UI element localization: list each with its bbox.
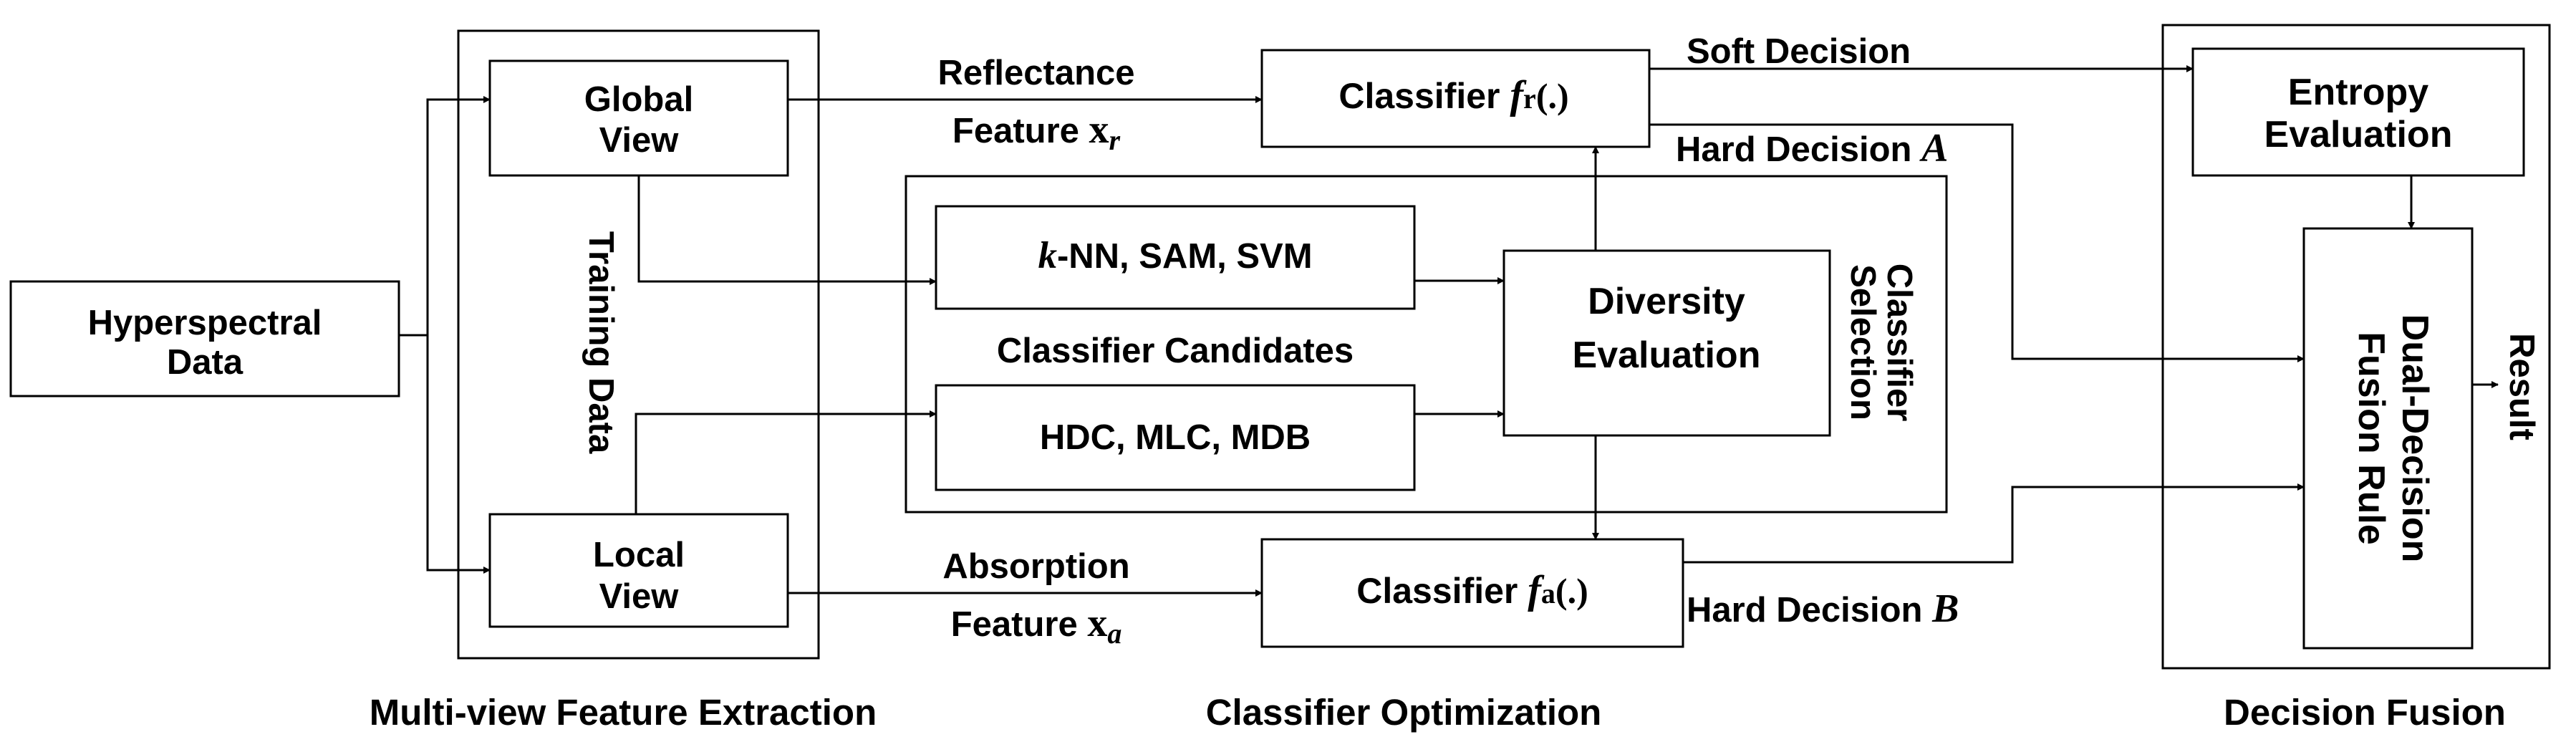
hdc-mlc-mdb-text: HDC, MLC, MDB <box>1040 418 1311 457</box>
edge-to-local-view <box>426 335 491 574</box>
hard-decision-b-label: Hard Decision B <box>1687 587 1959 631</box>
fusion-rule-line-2: Fusion Rule <box>2350 332 2392 545</box>
hard-decision-a-label: Hard Decision A <box>1676 126 1948 170</box>
absorption-label: Absorption <box>942 547 1129 586</box>
local-view-line-2: View <box>599 577 680 616</box>
edge-hard-decision-b <box>1683 483 2305 564</box>
classifier-fr-text: Classifier fr(.) <box>1338 73 1568 117</box>
diversity-evaluation-node: Diversity Evaluation <box>1502 249 1831 437</box>
edge-local-to-hdc <box>635 410 937 514</box>
fusion-rule-line-1: Dual-Decision <box>2394 314 2436 563</box>
section-optimization: Classifier Optimization <box>1206 692 1602 733</box>
knn-sam-svm-node: k-NN, SAM, SVM <box>935 205 1416 310</box>
global-view-line-1: Global <box>584 80 693 119</box>
entropy-line-2: Evaluation <box>2264 114 2453 155</box>
reflectance-label: Reflectance <box>937 54 1134 92</box>
knn-sam-svm-text: k-NN, SAM, SVM <box>1038 235 1312 276</box>
section-multiview: Multi-view Feature Extraction <box>370 692 877 733</box>
local-view-line-1: Local <box>593 536 685 574</box>
classifier-selection-line-2: Selection <box>1843 264 1882 420</box>
section-fusion: Decision Fusion <box>2224 692 2506 733</box>
hdc-mlc-mdb-node: HDC, MLC, MDB <box>935 384 1416 491</box>
entropy-evaluation-node: Entropy Evaluation <box>2191 47 2525 177</box>
result-label: Result <box>2502 333 2541 440</box>
edge-to-global-view <box>426 96 491 335</box>
connectors <box>399 65 2499 597</box>
classifier-fa-node: Classifier fa(.) <box>1260 538 1684 648</box>
absorption-feature-label: Feature xa <box>951 601 1122 650</box>
edge-hard-decision-a <box>1649 123 2305 362</box>
diversity-line-2: Evaluation <box>1573 334 1761 376</box>
classifier-fr-node: Classifier fr(.) <box>1260 49 1651 148</box>
training-data-label: Training Data <box>582 231 620 454</box>
soft-decision-label: Soft Decision <box>1687 32 1911 71</box>
hyperspectral-line-2: Data <box>167 343 243 382</box>
edge-global-to-knn <box>637 175 937 285</box>
classifier-fa-text: Classifier fa(.) <box>1356 568 1588 612</box>
classifier-candidates-label: Classifier Candidates <box>997 332 1354 370</box>
classifier-selection-line-1: Classifier <box>1880 264 1919 422</box>
diversity-line-1: Diversity <box>1588 281 1745 322</box>
entropy-line-1: Entropy <box>2288 72 2429 113</box>
reflectance-feature-label: Feature xr <box>952 107 1121 156</box>
hyperspectral-line-1: Hyperspectral <box>88 304 322 342</box>
global-view-node: Global View <box>488 59 789 177</box>
fusion-rule-node: Dual-Decision Fusion Rule <box>2302 227 2474 650</box>
local-view-node: Local View <box>488 513 789 628</box>
global-view-line-2: View <box>599 121 680 160</box>
hyperspectral-data-node: Hyperspectral Data <box>9 280 400 397</box>
